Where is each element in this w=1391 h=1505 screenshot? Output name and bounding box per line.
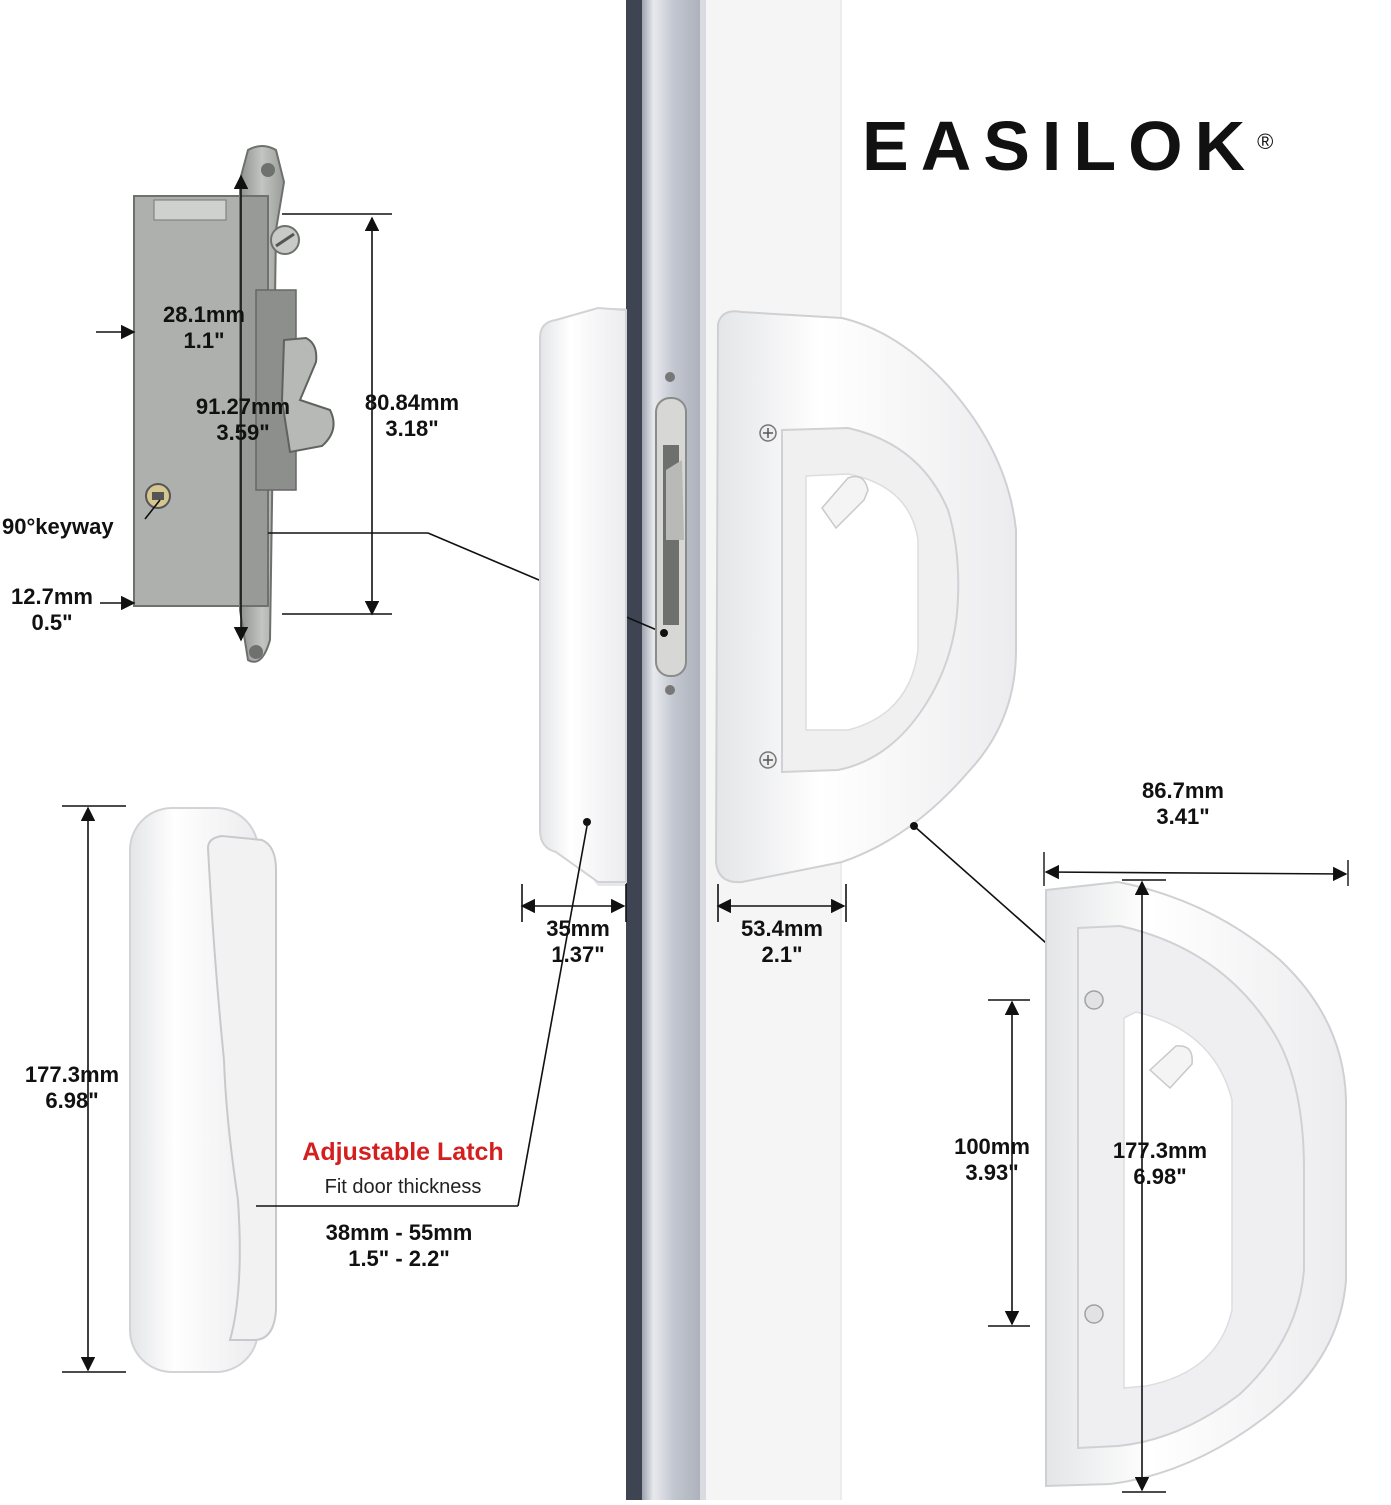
keyway-label: 90°keyway xyxy=(2,514,114,539)
mortise-hook-span-label: 80.84mm 3.18" xyxy=(364,390,460,441)
mortise-lock xyxy=(133,145,335,663)
mortise-height-label: 91.27mm 3.59" xyxy=(195,394,291,445)
adjustable-latch-subtitle: Fit door thickness xyxy=(324,1176,482,1198)
handle-height-label: 177.3mm 6.98" xyxy=(1112,1138,1208,1189)
outside-depth-label: 53.4mm 2.1" xyxy=(741,916,823,967)
registered-mark: ® xyxy=(1257,129,1274,154)
latch-range-label: 38mm - 55mm 1.5" - 2.2" xyxy=(325,1220,473,1271)
adjustable-latch-title: Adjustable Latch xyxy=(302,1138,504,1166)
mortise-backset-label: 12.7mm 0.5" xyxy=(11,584,93,635)
outside-handle-detail xyxy=(988,852,1349,1493)
handle-width-label: 86.7mm 3.41" xyxy=(1142,778,1224,829)
brand-name: EASILOK xyxy=(862,107,1258,185)
handle-hole-spacing-label: 100mm 3.93" xyxy=(954,1134,1030,1185)
brand-logo: EASILOK® xyxy=(862,106,1273,186)
inside-pull-height-label: 177.3mm 6.98" xyxy=(24,1062,120,1113)
outside-handle-mounted xyxy=(714,310,1017,884)
inside-escutcheon xyxy=(539,306,627,886)
inside-pull xyxy=(62,805,277,1373)
latch-plate xyxy=(655,372,687,695)
mortise-width-label: 28.1mm 1.1" xyxy=(163,302,245,353)
mortise-dimension-lines xyxy=(96,174,665,642)
inside-depth-label: 35mm 1.37" xyxy=(546,916,610,967)
